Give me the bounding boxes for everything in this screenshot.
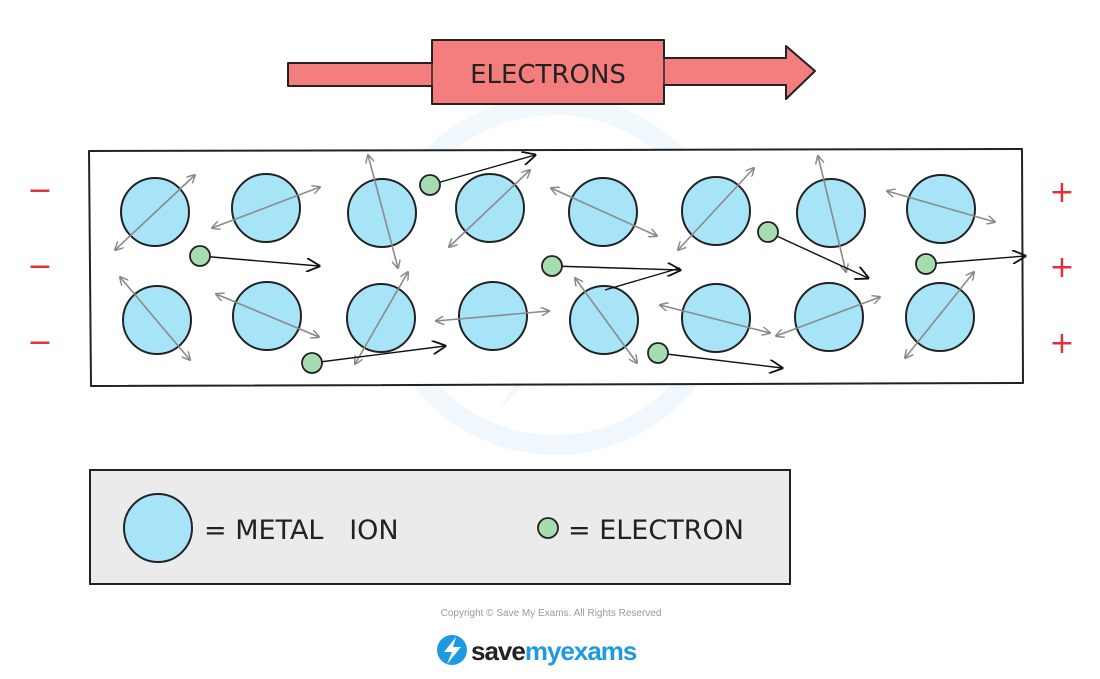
metal-ion [660, 283, 770, 353]
electron [301, 346, 445, 374]
metal-ion [115, 175, 195, 250]
vibration-arrow [818, 156, 846, 272]
metal-ion [776, 282, 880, 352]
legend-box: = METAL ION = ELECTRON [89, 469, 791, 585]
vibration-arrow [436, 311, 549, 321]
copyright-text: Copyright © Save My Exams. All Rights Re… [441, 608, 662, 619]
vibration-arrow [368, 155, 398, 268]
vibration-arrow [660, 305, 770, 333]
electron [604, 267, 681, 291]
legend-ion-symbol [123, 493, 193, 563]
metal-ion [120, 277, 192, 360]
metal-ion [212, 173, 320, 243]
vibration-arrow [449, 170, 530, 247]
minus-sign-2: − [27, 249, 52, 284]
metal-ion [346, 272, 416, 364]
drift-arrow [311, 346, 445, 364]
vibration-arrow [776, 297, 880, 336]
metal-ion [216, 281, 319, 351]
vibration-arrow [551, 188, 657, 236]
electron [647, 342, 782, 368]
electron [189, 245, 319, 266]
vibration-arrow [120, 277, 190, 360]
electrons [189, 155, 1025, 374]
metal-ion [905, 272, 974, 358]
svg-text:savemyexams: savemyexams [471, 636, 637, 666]
electron [419, 155, 535, 196]
plus-sign-3: + [1049, 326, 1074, 361]
plus-sign-1: + [1049, 175, 1074, 210]
vibration-arrow [905, 272, 974, 358]
bolt-circle-icon [437, 635, 467, 665]
vibration-arrow [678, 168, 754, 250]
drift-arrow [429, 155, 535, 186]
minus-sign-3: − [27, 325, 52, 360]
drift-arrow [551, 266, 680, 270]
brand-exams: exams [560, 636, 636, 666]
drift-arrow-segment [604, 267, 681, 291]
minus-sign-1: − [27, 173, 52, 208]
vibration-arrow [212, 187, 320, 228]
plus-sign-2: + [1049, 250, 1074, 285]
legend-background [89, 469, 791, 585]
metal-ion [569, 278, 639, 363]
brand-my: my [525, 636, 562, 666]
negative-terminal-signs: − − − [27, 173, 52, 360]
drift-arrow [657, 352, 782, 368]
positive-terminal-signs: + + + [1049, 175, 1074, 361]
metal-ion [347, 155, 417, 268]
metal-ion [436, 281, 549, 351]
electrons-direction-arrow: ELECTRONS [287, 39, 816, 105]
vibration-arrow [115, 175, 195, 250]
vibration-arrow [355, 272, 408, 364]
drift-arrow [199, 255, 319, 266]
legend-ion-label: = METAL ION [204, 515, 399, 546]
electron [541, 255, 680, 276]
electrons-arrow-label: ELECTRONS [470, 60, 626, 90]
legend-electron-label: = ELECTRON [568, 515, 744, 546]
metal-ion [796, 156, 866, 272]
metal-ions [115, 155, 995, 364]
vibration-arrow [887, 191, 995, 222]
electron [915, 254, 1025, 275]
metal-ion [887, 174, 995, 244]
metal-ion [551, 177, 657, 247]
drift-arrow [767, 231, 868, 278]
brand-save: save [471, 636, 525, 666]
drift-arrow [925, 256, 1025, 265]
legend-electron-symbol [537, 517, 559, 539]
electron [757, 221, 868, 278]
save-my-exams-logo: savemyexams [437, 635, 638, 666]
metal-ion [449, 170, 530, 247]
vibration-arrow [575, 278, 637, 363]
metal-ion [678, 168, 754, 250]
vibration-arrow [216, 294, 319, 337]
